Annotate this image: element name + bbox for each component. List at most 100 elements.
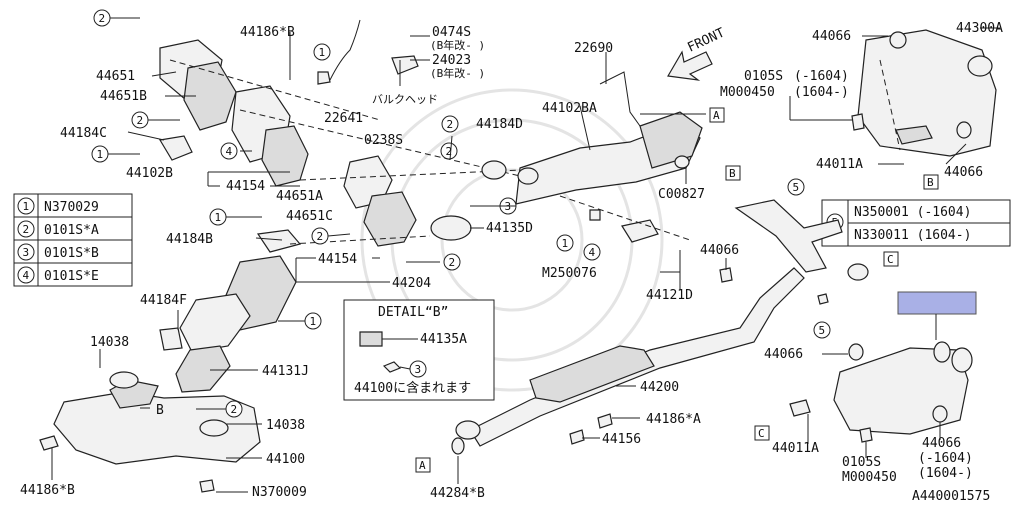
label-44102B: 44102B — [126, 166, 173, 181]
label-M250076: M250076 — [542, 266, 597, 281]
legend-left: 1 N370029 2 0101S*A 3 0101S*B 4 0101S*E — [13, 193, 133, 287]
callout-2: 2 — [447, 118, 454, 131]
label-range2-top: (1604-) — [794, 85, 849, 100]
ref-B-mid: B — [729, 167, 736, 180]
label-range2-bottom: (1604-) — [918, 466, 973, 481]
label-14038-b: 14038 — [266, 418, 305, 433]
label-44131J: 44131J — [262, 364, 309, 379]
label-44200: 44200 — [640, 380, 679, 395]
label-0105S-top: 0105S — [744, 69, 783, 84]
label-44651A: 44651A — [276, 189, 323, 204]
label-0474S: 0474S — [432, 25, 471, 40]
callout-4: 4 — [589, 246, 596, 259]
callout-2: 2 — [231, 403, 238, 416]
callout-2: 2 — [449, 256, 456, 269]
label-44066-top-right: 44066 — [944, 165, 983, 180]
label-44184B: 44184B — [166, 232, 213, 247]
detail-title: DETAIL“B” — [378, 305, 448, 320]
callout-5: 5 — [793, 181, 800, 194]
part-labels: 44186*B 0474S (B年改- ) 24023 (B年改- ) バルクヘ… — [20, 21, 1003, 504]
legend-part-5a: N350001 (-1604) — [854, 205, 971, 220]
detail-clamp-shape — [359, 331, 383, 347]
label-14038-a: 14038 — [90, 335, 129, 350]
detail-callout-3: 3 — [415, 363, 422, 376]
legend-part-4: 0101S*E — [44, 269, 99, 284]
label-44156: 44156 — [602, 432, 641, 447]
callout-1: 1 — [319, 46, 326, 59]
legend-num-1: 1 — [23, 200, 30, 213]
label-0238S: 0238S — [364, 133, 403, 148]
legend-part-3: 0101S*B — [44, 246, 99, 261]
label-0105S-bottom: 0105S — [842, 455, 881, 470]
label-44186A: 44186*A — [646, 412, 701, 427]
callout-2: 2 — [99, 12, 106, 25]
legend-num-2: 2 — [23, 223, 30, 236]
callout-4: 4 — [226, 145, 233, 158]
label-44154-mid: 44154 — [318, 252, 357, 267]
legend-num-3: 3 — [23, 246, 30, 259]
label-24023: 24023 — [432, 53, 471, 68]
label-44184D: 44184D — [476, 117, 523, 132]
label-44066-mid: 44066 — [700, 243, 739, 258]
ref-C-mid: C — [887, 253, 894, 266]
label-C00827: C00827 — [658, 187, 705, 202]
legend-right: 5 N350001 (-1604) N330011 (1604-) — [821, 199, 1011, 247]
label-M000450-top: M000450 — [720, 85, 775, 100]
label-44651: 44651 — [96, 69, 135, 84]
leader-lines — [51, 17, 1000, 493]
front-arrow: FRONT — [667, 25, 727, 81]
label-44184F: 44184F — [140, 293, 187, 308]
callout-1: 1 — [215, 211, 222, 224]
label-44066-top-left: 44066 — [812, 29, 851, 44]
callout-5: 5 — [819, 324, 826, 337]
ref-C-bottom: C — [758, 427, 765, 440]
label-44135D: 44135D — [486, 221, 533, 236]
callout-1: 1 — [562, 237, 569, 250]
lower-left-assembly — [39, 229, 431, 493]
label-44300A: 44300A — [956, 21, 1003, 36]
callout-2: 2 — [446, 145, 453, 158]
label-44186B-bottom: 44186*B — [20, 483, 75, 498]
label-range1-bottom: (-1604) — [918, 451, 973, 466]
label-range1-top: (-1604) — [794, 69, 849, 84]
detail-b-box: DETAIL“B” 44135A 3 44100に含まれます — [343, 299, 495, 401]
reference-marks: A B C B A C — [415, 107, 939, 473]
label-44186B-top: 44186*B — [240, 25, 295, 40]
center-pipe-assembly — [451, 199, 869, 455]
label-44011A-top: 44011A — [816, 157, 863, 172]
highlight-box — [897, 291, 977, 315]
detail-bolt-shape — [382, 361, 402, 373]
label-44651C: 44651C — [286, 209, 333, 224]
ref-A-top: A — [713, 109, 720, 122]
ref-B-right: B — [927, 176, 934, 189]
label-44011A-bottom: 44011A — [772, 441, 819, 456]
label-44100: 44100 — [266, 452, 305, 467]
label-44204: 44204 — [392, 276, 431, 291]
detail-note: 44100に含まれます — [354, 380, 471, 396]
label-22690: 22690 — [574, 41, 613, 56]
callout-1: 1 — [310, 315, 317, 328]
callout-2: 2 — [137, 114, 144, 127]
legend-part-5b: N330011 (1604-) — [854, 228, 971, 243]
ref-A-bottom: A — [419, 459, 426, 472]
muffler-assembly — [789, 29, 997, 443]
label-44184C: 44184C — [60, 126, 107, 141]
legend-part-1: N370029 — [44, 200, 99, 215]
label-44651B: 44651B — [100, 89, 147, 104]
label-44121D: 44121D — [646, 288, 693, 303]
label-44102BA: 44102BA — [542, 101, 597, 116]
legend-part-2: 0101S*A — [44, 223, 99, 238]
legend-num-4: 4 — [23, 269, 30, 282]
label-B-mark: B — [156, 403, 164, 418]
diagram-id: A440001575 — [912, 489, 990, 504]
label-0474S-note: (B年改- ) — [430, 38, 485, 52]
callout-1: 1 — [97, 148, 104, 161]
front-pipe-assembly — [481, 71, 703, 243]
label-24023-note: (B年改- ) — [430, 66, 485, 80]
callout-2: 2 — [317, 230, 324, 243]
label-22641: 22641 — [324, 111, 363, 126]
label-44066-bottom-right: 44066 — [922, 436, 961, 451]
label-M000450-bottom: M000450 — [842, 470, 897, 485]
